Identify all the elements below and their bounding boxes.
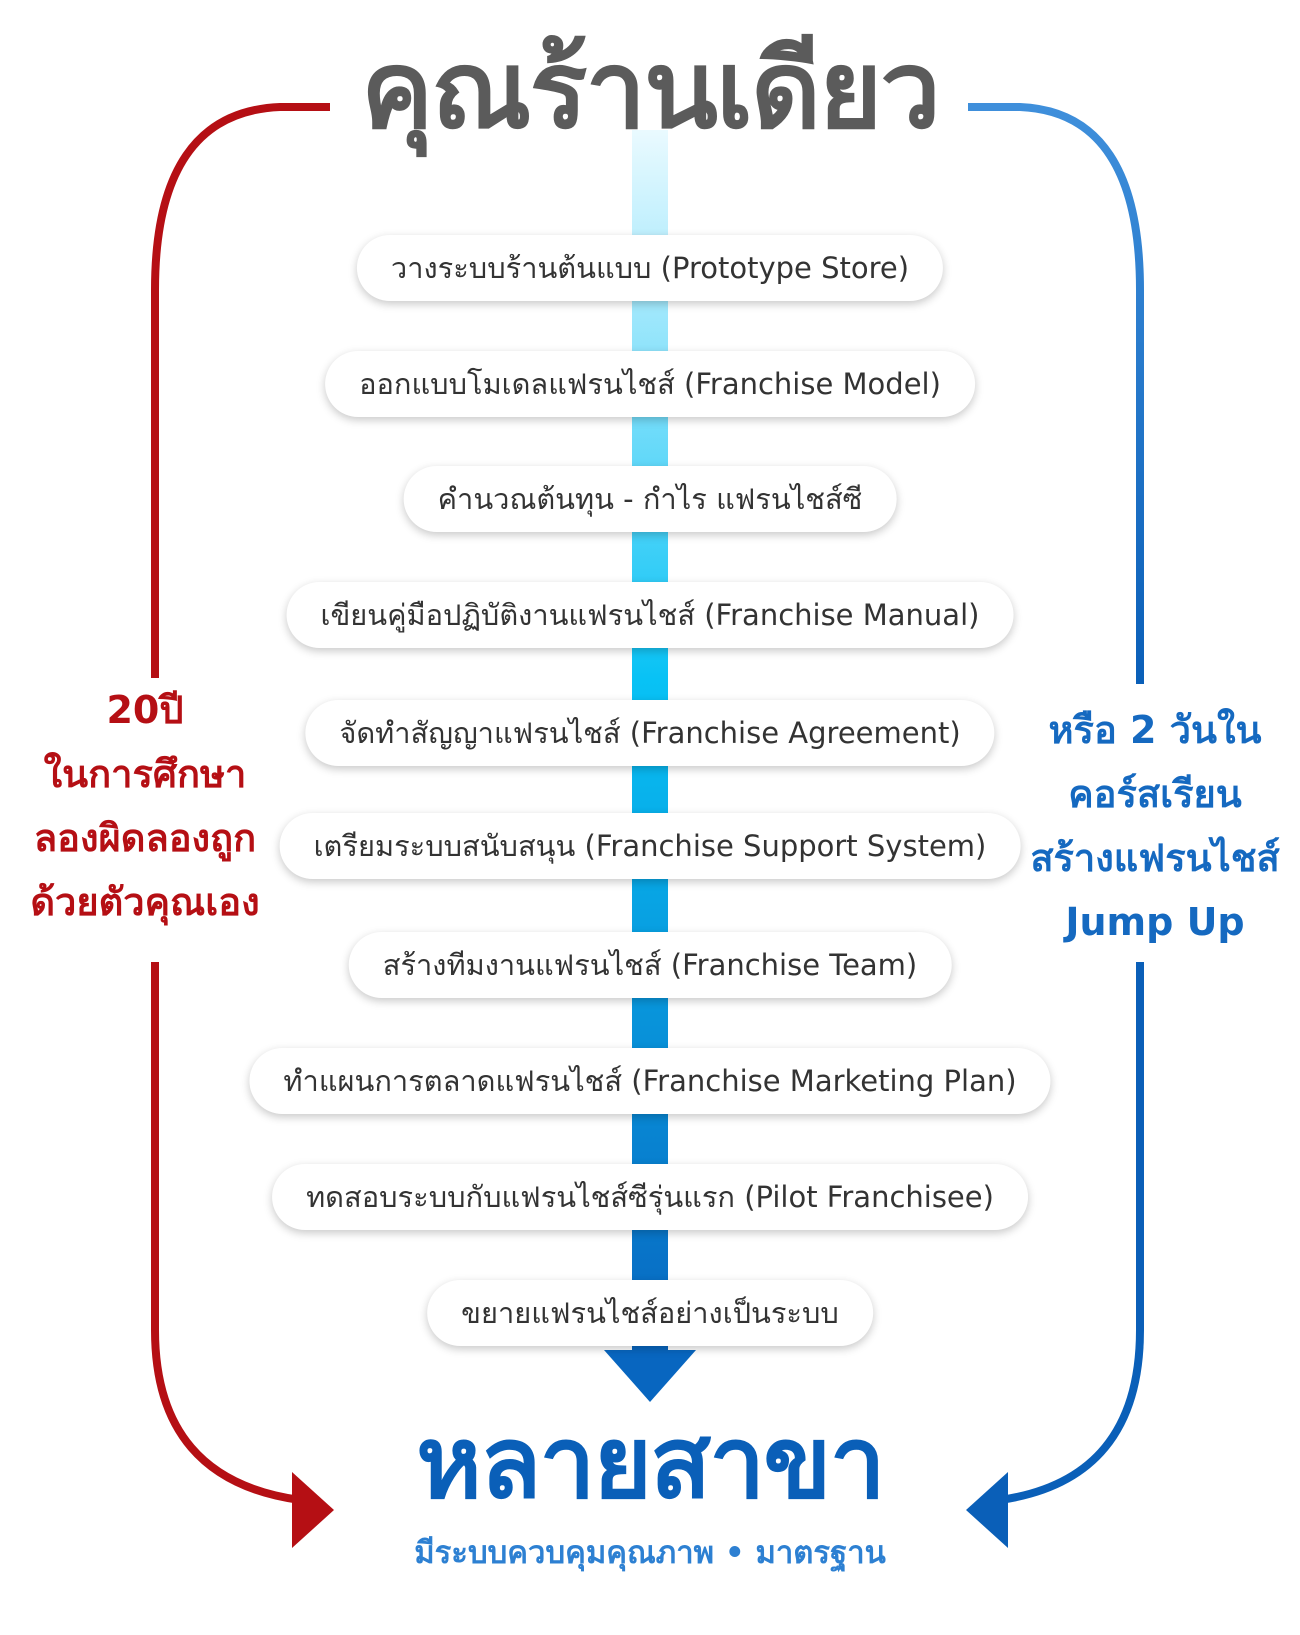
right-path-lower (999, 962, 1144, 1504)
step-5-pill: จัดทำสัญญาแฟรนไชส์ (Franchise Agreement) (305, 700, 995, 766)
right-path-upper (968, 103, 1144, 684)
left-path-upper (151, 103, 330, 678)
result-subtitle: มีระบบควบคุมคุณภาพ • มาตรฐาน (414, 1535, 886, 1571)
step-9-pill: ทดสอบระบบกับแฟรนไชส์ซีรุ่นแรก (Pilot Fra… (272, 1164, 1028, 1230)
top-title: คุณร้านเดียว (361, 28, 941, 153)
step-2-pill: ออกแบบโมเดลแฟรนไชส์ (Franchise Model) (325, 351, 975, 417)
right-caption-line: หรือ 2 วันใน (1048, 708, 1262, 752)
left-caption-line: ลองผิดลองถูก (33, 816, 257, 860)
left-caption-line: ในการศึกษา (43, 752, 247, 796)
step-7-pill: สร้างทีมงานแฟรนไชส์ (Franchise Team) (348, 932, 952, 998)
left-caption-line: ด้วยตัวคุณเอง (30, 880, 260, 924)
right-arrowhead (966, 1472, 1008, 1548)
step-8-pill: ทำแผนการตลาดแฟรนไชส์ (Franchise Marketin… (249, 1048, 1051, 1114)
left-caption-line: 20ปี (106, 688, 184, 732)
left-arrowhead (292, 1472, 334, 1548)
step-6-pill: เตรียมระบบสนับสนุน (Franchise Support Sy… (279, 813, 1021, 879)
step-4-pill: เขียนคู่มือปฏิบัติงานแฟรนไชส์ (Franchise… (286, 582, 1014, 648)
right-path-caption: หรือ 2 วันใน คอร์สเรียน สร้างแฟรนไชส์ Ju… (1010, 698, 1300, 954)
left-path-caption: 20ปี ในการศึกษา ลองผิดลองถูก ด้วยตัวคุณเ… (10, 678, 280, 934)
right-caption-line: คอร์สเรียน (1068, 772, 1242, 816)
spine-arrowhead (604, 1350, 696, 1402)
step-3-pill: คำนวณต้นทุน - กำไร แฟรนไชส์ซี (403, 466, 897, 532)
left-path-lower (151, 962, 301, 1504)
right-caption-line: สร้างแฟรนไชส์ (1030, 836, 1280, 880)
result-title: หลายสาขา (416, 1404, 886, 1521)
step-10-pill: ขยายแฟรนไชส์อย่างเป็นระบบ (427, 1280, 873, 1346)
step-1-pill: วางระบบร้านต้นแบบ (Prototype Store) (356, 235, 944, 301)
right-caption-line: Jump Up (1065, 900, 1245, 944)
